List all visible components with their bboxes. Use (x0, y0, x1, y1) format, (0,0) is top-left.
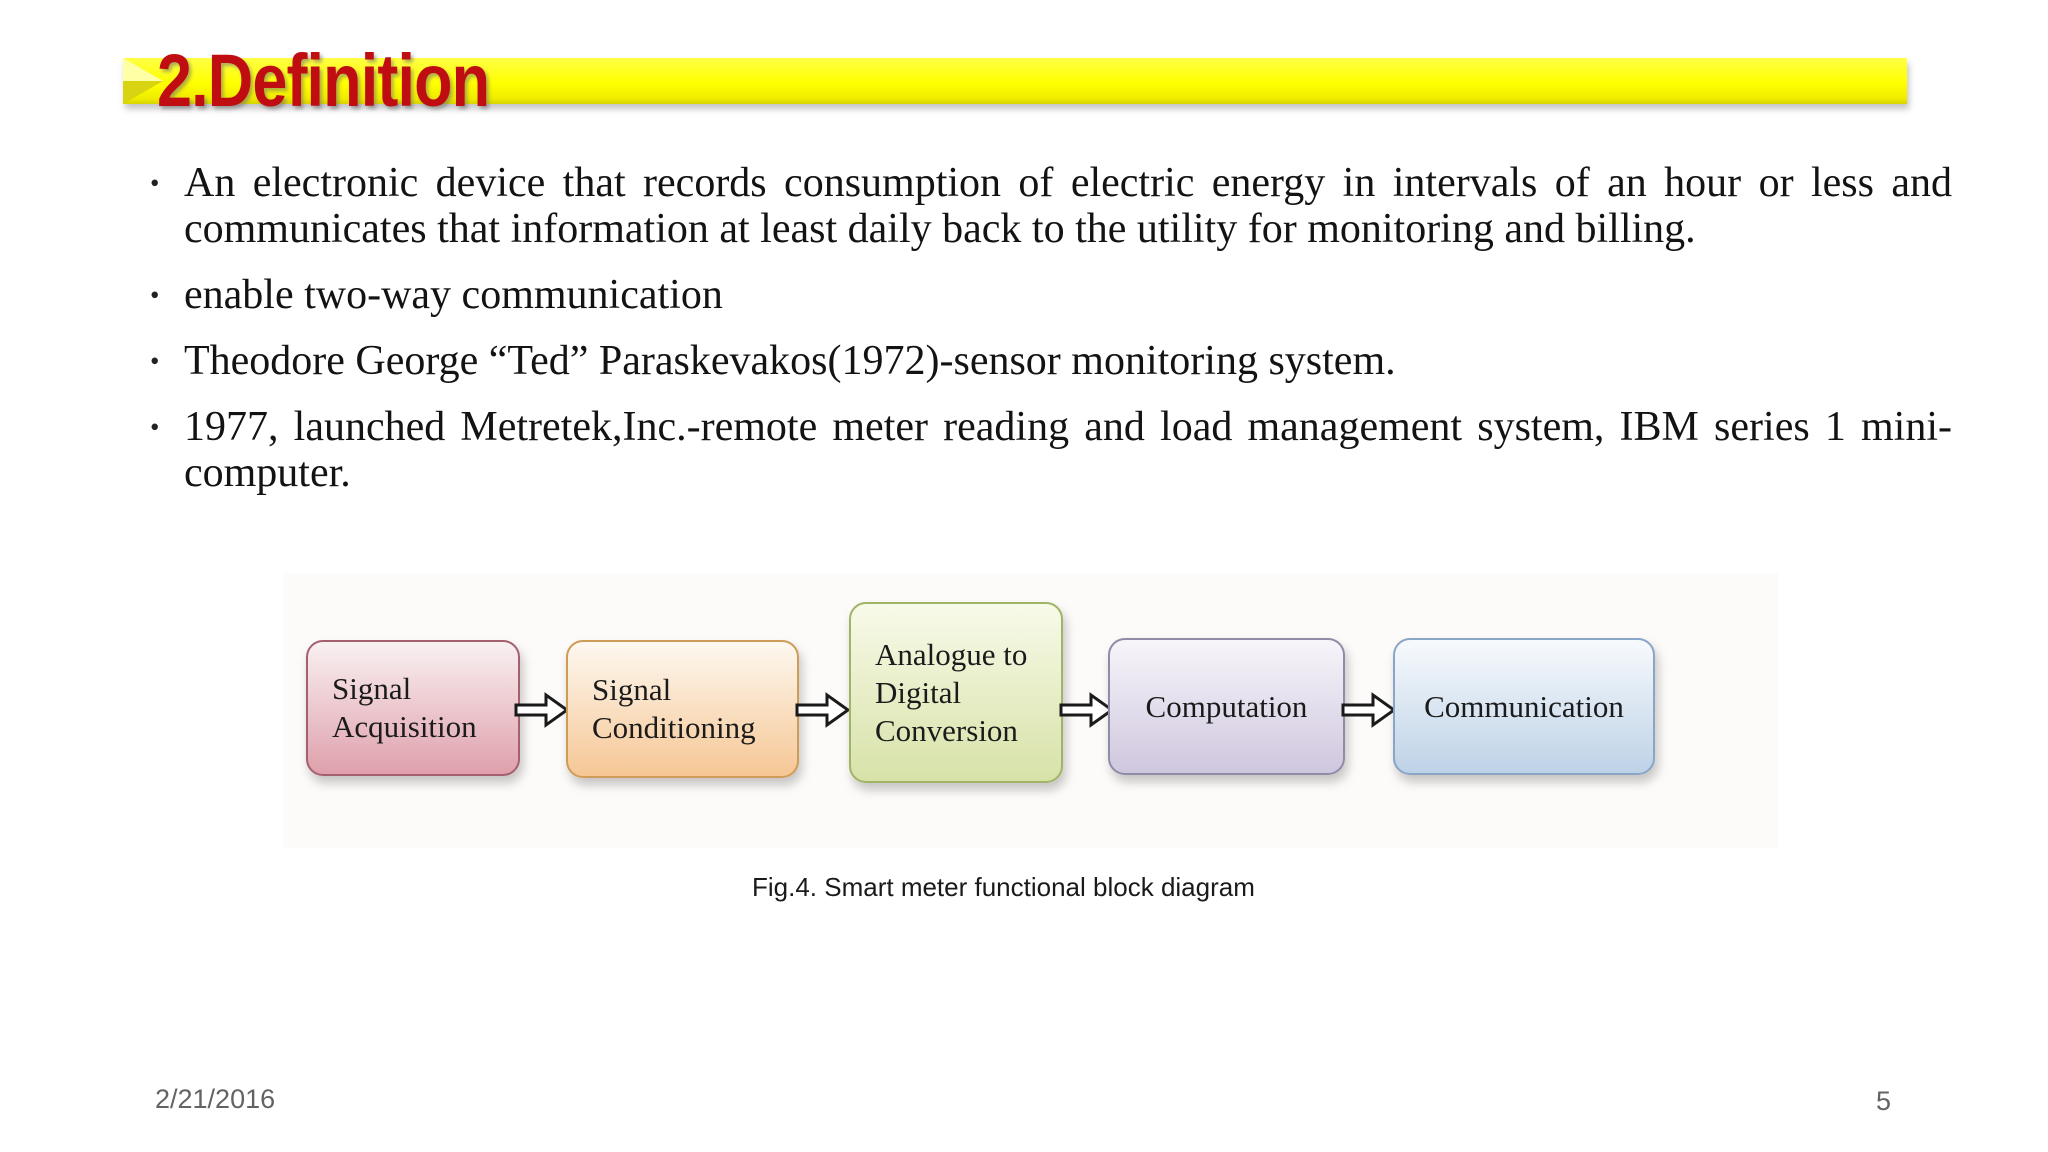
bullet-item: • enable two-way communication (150, 272, 1952, 318)
footer-date: 2/21/2016 (155, 1084, 276, 1114)
bullet-item: • 1977, launched Metretek,Inc.-remote me… (150, 404, 1952, 496)
page-title: 2.Definition (157, 39, 490, 122)
bullet-text: 1977, launched Metretek,Inc.-remote mete… (184, 404, 1952, 496)
bullet-marker: • (150, 168, 160, 198)
bullet-marker: • (150, 280, 160, 310)
block-signal-conditioning: Signal Conditioning (566, 640, 799, 778)
block-analogue-to-digital-conversion: Analogue to Digital Conversion (849, 602, 1063, 783)
block-signal-acquisition: Signal Acquisition (306, 640, 520, 776)
bullet-text: An electronic device that records consum… (184, 160, 1952, 252)
page-number: 5 (1876, 1086, 1892, 1116)
bullet-marker: • (150, 346, 160, 376)
title-highlight-bar (123, 58, 1907, 104)
block-label: Signal Acquisition (332, 671, 477, 744)
flow-arrow-icon (514, 692, 570, 728)
title-bevel-arrow-icon (123, 58, 163, 104)
flow-arrow-icon (1059, 692, 1115, 728)
bullet-item: • An electronic device that records cons… (150, 160, 1952, 252)
bullet-list: • An electronic device that records cons… (150, 160, 1952, 516)
bullet-item: • Theodore George “Ted” Paraskevakos(197… (150, 338, 1952, 384)
flow-arrow-icon (1341, 692, 1397, 728)
block-label: Communication (1424, 688, 1624, 724)
block-communication: Communication (1393, 638, 1655, 775)
block-label: Signal Conditioning (592, 672, 756, 745)
bullet-text: Theodore George “Ted” Paraskevakos(1972)… (184, 338, 1396, 384)
block-diagram-figure: Signal Acquisition Signal Conditioning A… (283, 573, 1778, 848)
block-label: Computation (1145, 688, 1308, 724)
bullet-text: enable two-way communication (184, 272, 723, 318)
bullet-marker: • (150, 412, 160, 442)
block-computation: Computation (1108, 638, 1345, 775)
figure-caption: Fig.4. Smart meter functional block diag… (752, 872, 1255, 902)
block-label: Analogue to Digital Conversion (875, 636, 1028, 748)
flow-arrow-icon (795, 692, 851, 728)
